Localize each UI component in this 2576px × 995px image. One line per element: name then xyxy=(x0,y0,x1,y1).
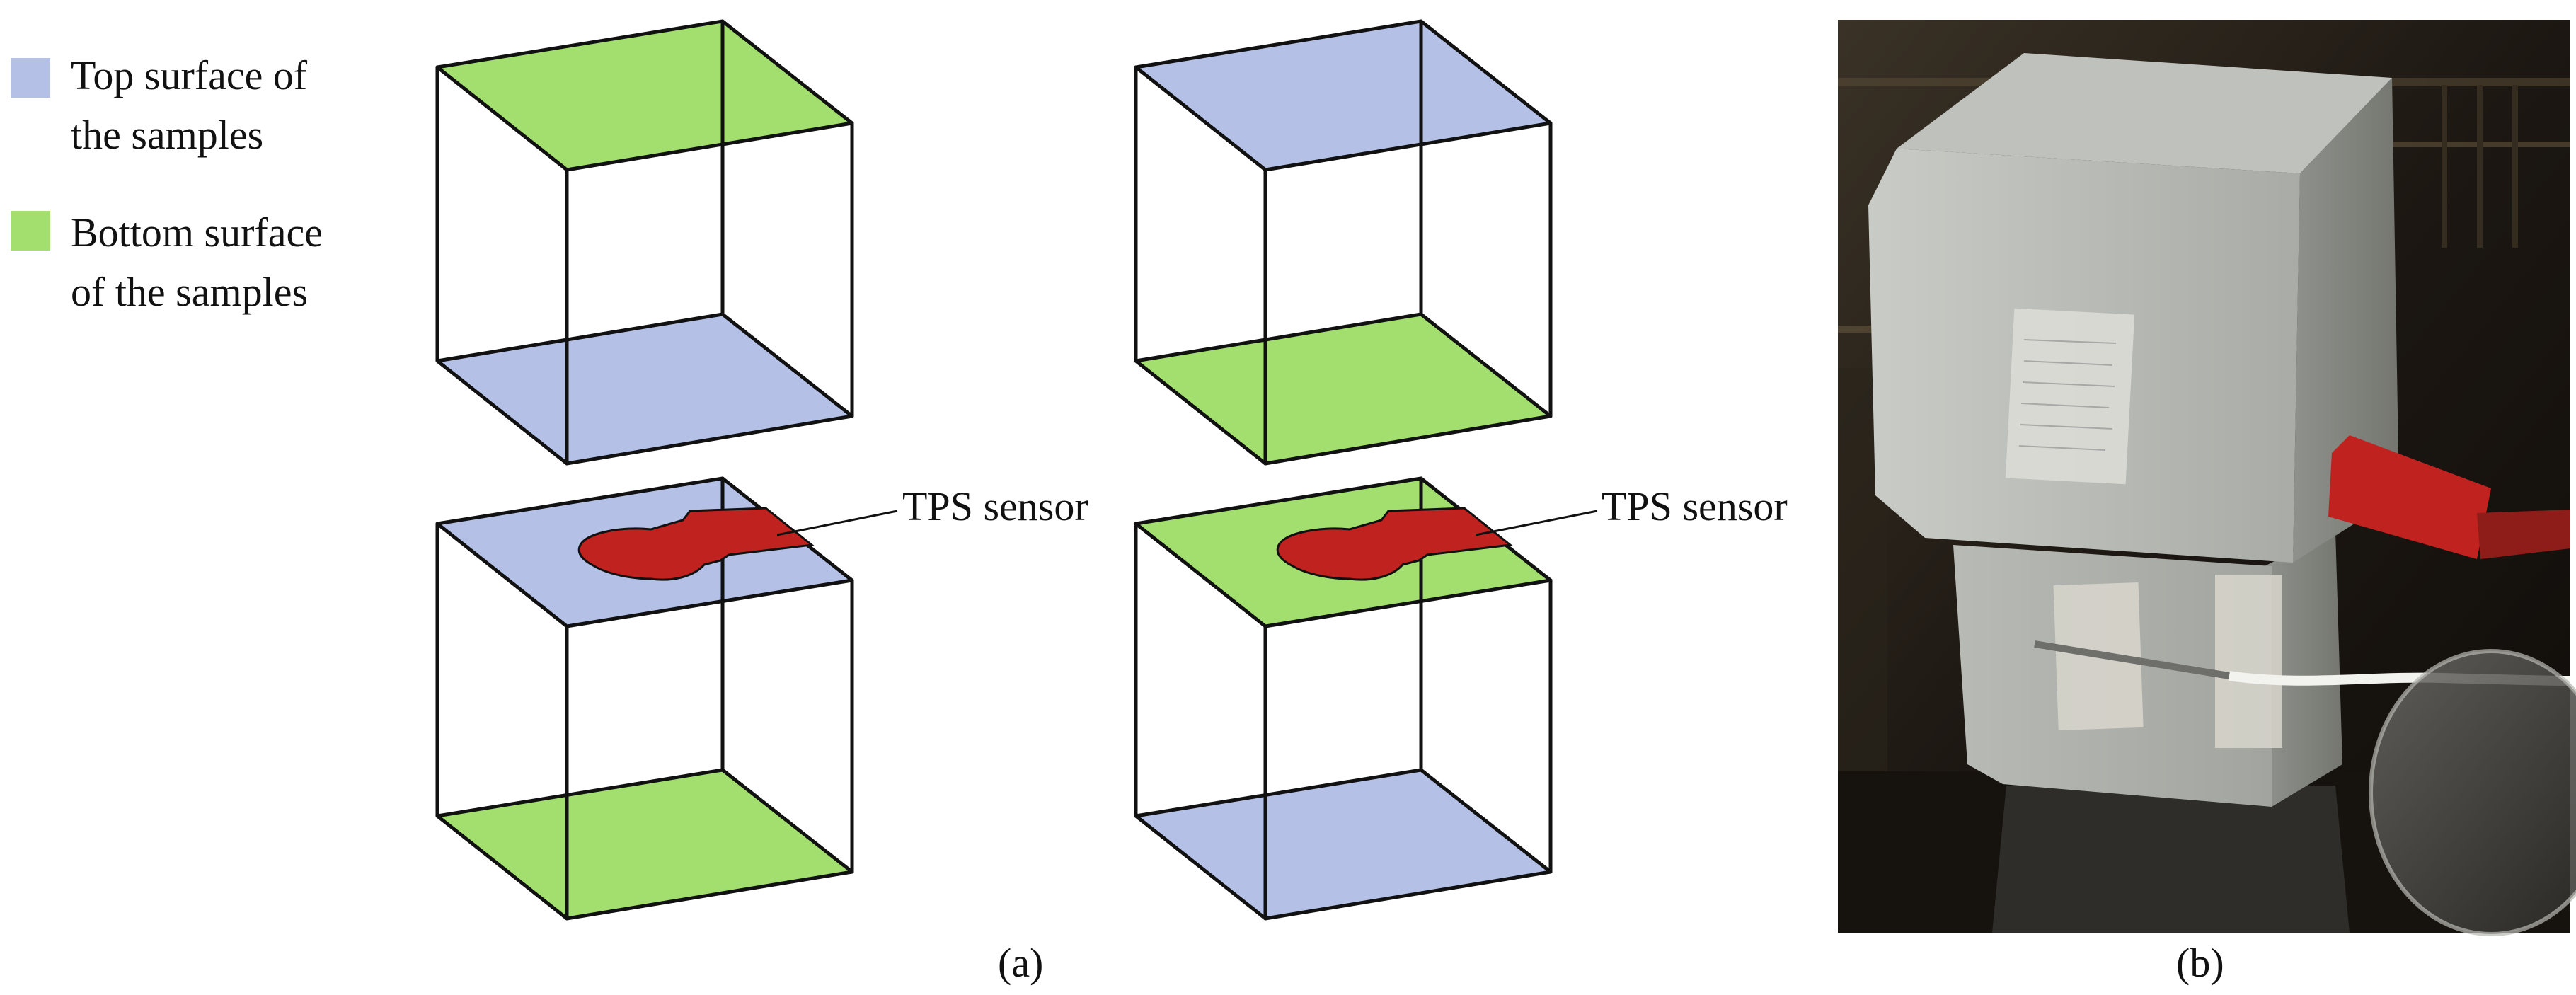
tps-sensor-leader-line xyxy=(1475,510,1598,536)
cube-top-face-top-surface xyxy=(1136,21,1551,170)
tps-sensor-label-right: TPS sensor xyxy=(1602,483,1788,529)
tps-sensor-shape xyxy=(1276,507,1513,581)
legend-bottom-surface-line2: of the samples xyxy=(71,269,308,315)
tps-sensor-handle xyxy=(2328,435,2491,559)
cube-top-right xyxy=(1134,19,1553,466)
petri-dish xyxy=(2371,651,2576,934)
petri-dish-rim xyxy=(2369,649,2576,936)
panel-b-photo: (b) xyxy=(1838,20,2576,986)
tps-sensor-shape xyxy=(577,507,815,581)
cube-top-left xyxy=(435,19,854,466)
bottom-concrete-block-side xyxy=(2265,531,2342,807)
legend-swatch-bottom-surface xyxy=(11,211,50,251)
tps-sensor-leader-line xyxy=(776,510,898,536)
probe-needle xyxy=(2034,640,2230,679)
legend-top-surface-line1: Top surface of xyxy=(71,52,308,98)
panel-a: TPS sensor TPS sensor (a) xyxy=(435,19,1788,986)
cube-bottom-left: TPS sensor xyxy=(435,476,1088,921)
cube-bottom-face-top-surface xyxy=(1136,770,1551,919)
cube-bottom-face-top-surface xyxy=(437,314,852,464)
tps-sensor-label-left: TPS sensor xyxy=(902,483,1088,529)
cube-bottom-face-bottom-surface xyxy=(437,770,852,919)
legend-swatch-top-surface xyxy=(11,58,50,98)
top-concrete-block-top xyxy=(1897,53,2392,173)
paper-label-scribbles xyxy=(2018,339,2117,451)
caption-a: (a) xyxy=(998,940,1043,986)
legend: Top surface of the samples Bottom surfac… xyxy=(11,52,323,315)
top-concrete-block-side xyxy=(2293,78,2399,563)
block-reflection xyxy=(1992,786,2350,933)
cube-top-face-bottom-surface xyxy=(437,21,852,170)
cube-bottom-face-bottom-surface xyxy=(1136,314,1551,464)
paper-label xyxy=(2005,308,2135,485)
cube-bottom-right: TPS sensor xyxy=(1134,476,1788,921)
legend-bottom-surface-line1: Bottom surface xyxy=(71,209,323,255)
tape-strip xyxy=(2215,575,2282,748)
tps-sensor-handle-tail xyxy=(2477,510,2570,559)
legend-top-surface-line2: the samples xyxy=(71,112,263,158)
caption-b: (b) xyxy=(2176,940,2224,986)
